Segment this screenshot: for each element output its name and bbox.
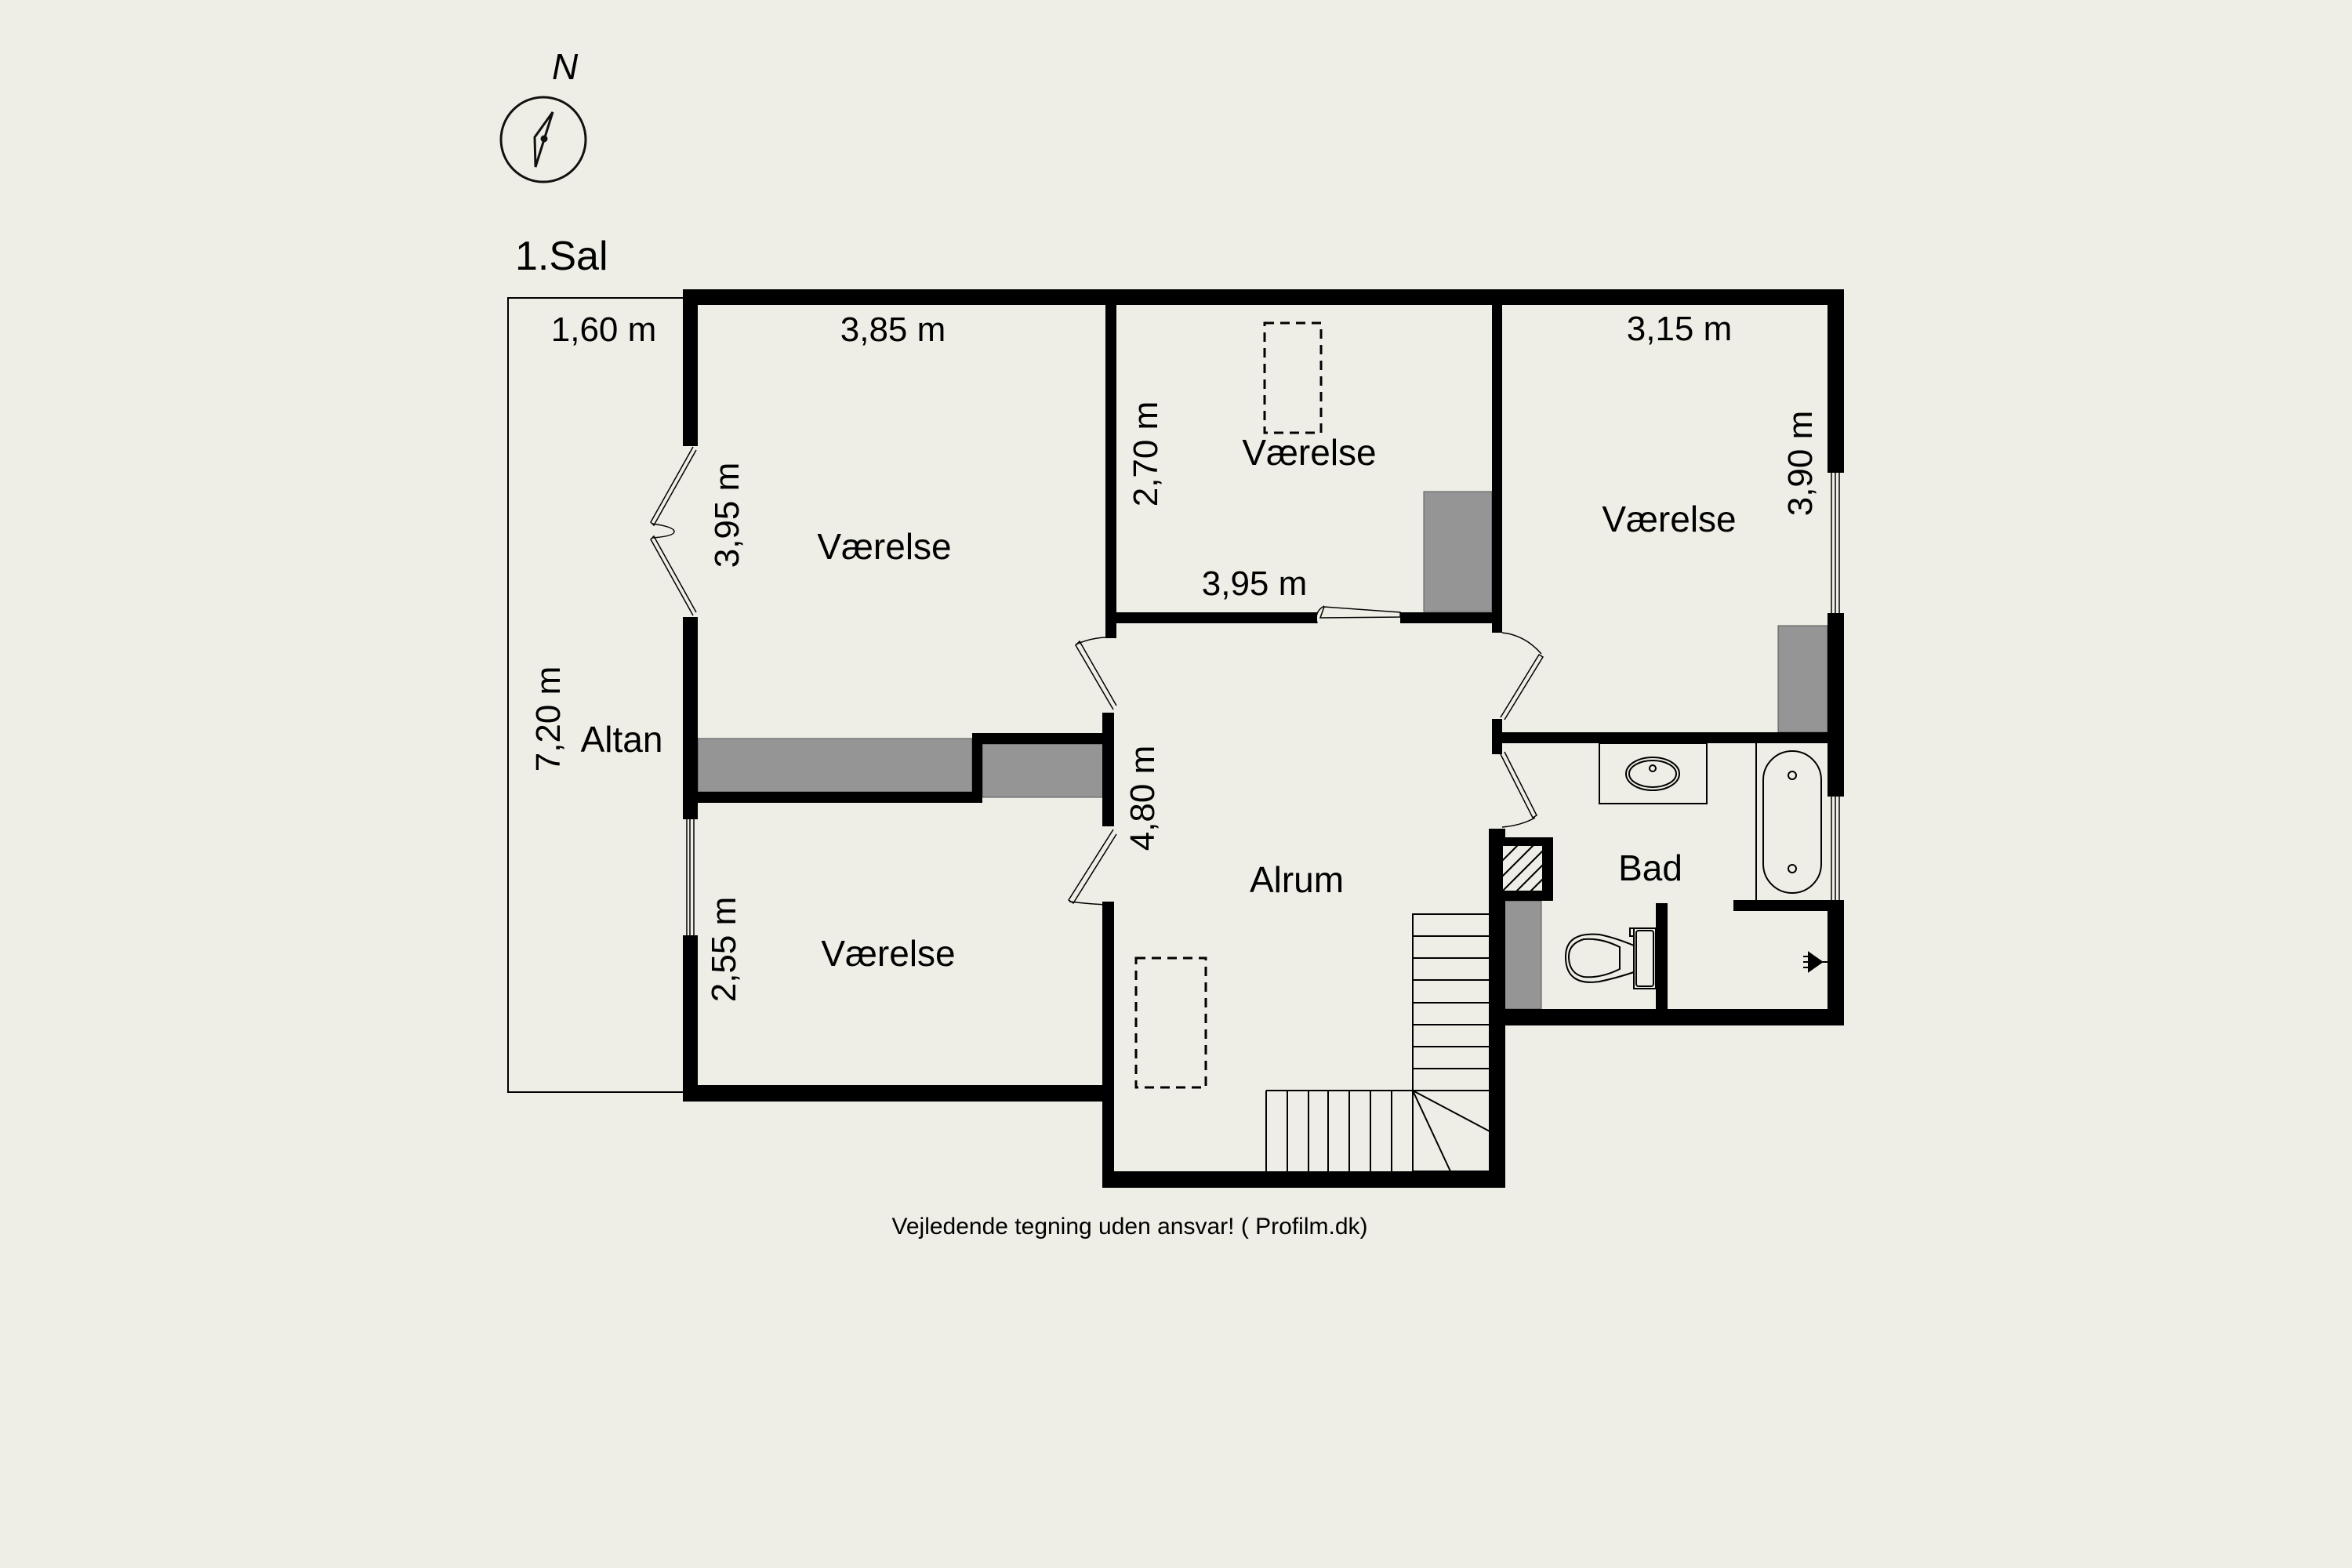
sink-icon [1599, 742, 1708, 804]
chimney-hatch [1501, 844, 1544, 892]
room-name-vaerelse-ne: Værelse [1602, 499, 1737, 539]
toilet-icon [1564, 927, 1657, 989]
staircase [1265, 913, 1490, 1172]
room-name-bad: Bad [1618, 848, 1682, 888]
dim-vaerelse-n-depth: 2,70 m [1127, 401, 1165, 507]
dim-vaerelse-ne-width: 3,15 m [1626, 310, 1733, 348]
room-name-vaerelse-nw: Værelse [817, 526, 952, 567]
disclaimer-footer: Vejledende tegning uden ansvar! ( Profil… [891, 1214, 1368, 1240]
dim-vaerelse-n-width: 3,95 m [1201, 564, 1308, 603]
shower-icon [1803, 951, 1828, 973]
room-name-alrum: Alrum [1249, 859, 1345, 900]
compass-icon [499, 96, 587, 183]
room-name-vaerelse-sw: Værelse [821, 933, 956, 974]
north-label: N [552, 46, 579, 87]
dim-vaerelse-sw-width: 2,55 m [705, 896, 743, 1003]
doors [650, 446, 1544, 906]
bathtub-icon [1755, 743, 1822, 900]
dim-altan-length: 7,20 m [529, 666, 568, 772]
skylights [1134, 321, 1323, 1089]
balcony-outline [507, 297, 683, 1093]
dim-vaerelse-ne-length: 3,90 m [1781, 410, 1820, 517]
dim-alrum-length: 4,80 m [1123, 745, 1162, 851]
floor-label: 1.Sal [515, 234, 608, 279]
room-name-altan: Altan [580, 719, 663, 760]
walls [683, 289, 1844, 1188]
dim-vaerelse-nw-width: 3,85 m [840, 310, 946, 349]
room-name-vaerelse-n: Værelse [1242, 432, 1377, 473]
dim-vaerelse-nw-length: 3,95 m [708, 462, 746, 568]
dim-altan-width: 1,60 m [550, 310, 657, 349]
windows [686, 473, 1840, 935]
